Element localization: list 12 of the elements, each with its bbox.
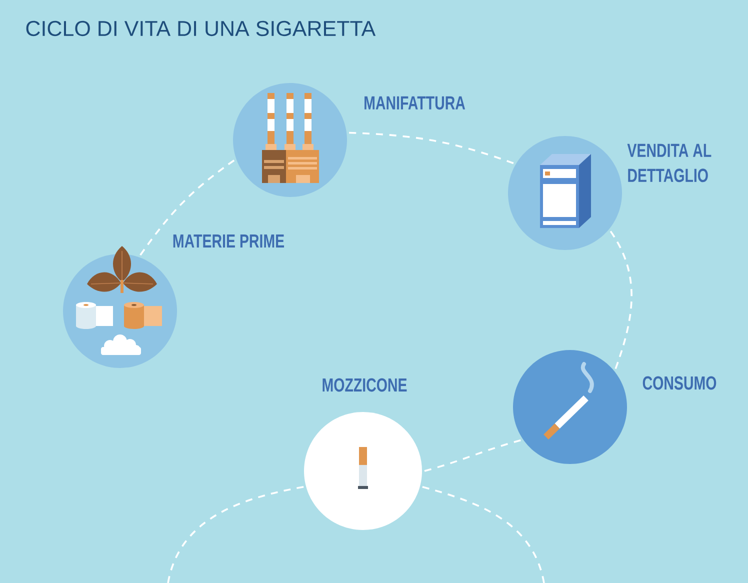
dashed-line — [349, 132, 514, 164]
stage-label: MATERIE PRIME — [173, 234, 284, 248]
dashed-line — [424, 439, 521, 472]
stage-label: CONSUMO — [642, 376, 716, 390]
stage-label: MOZZICONE — [322, 378, 407, 392]
dashed-line — [140, 160, 235, 256]
title: CICLO DI VITA DI UNA SIGARETTA — [26, 20, 376, 36]
stage-label: VENDITA AL DETTAGLIO — [627, 144, 712, 182]
dashed-line — [610, 230, 632, 370]
dashed-line — [167, 486, 304, 583]
stage-label: MANIFATTURA — [364, 96, 466, 110]
dashed-line — [422, 486, 545, 583]
